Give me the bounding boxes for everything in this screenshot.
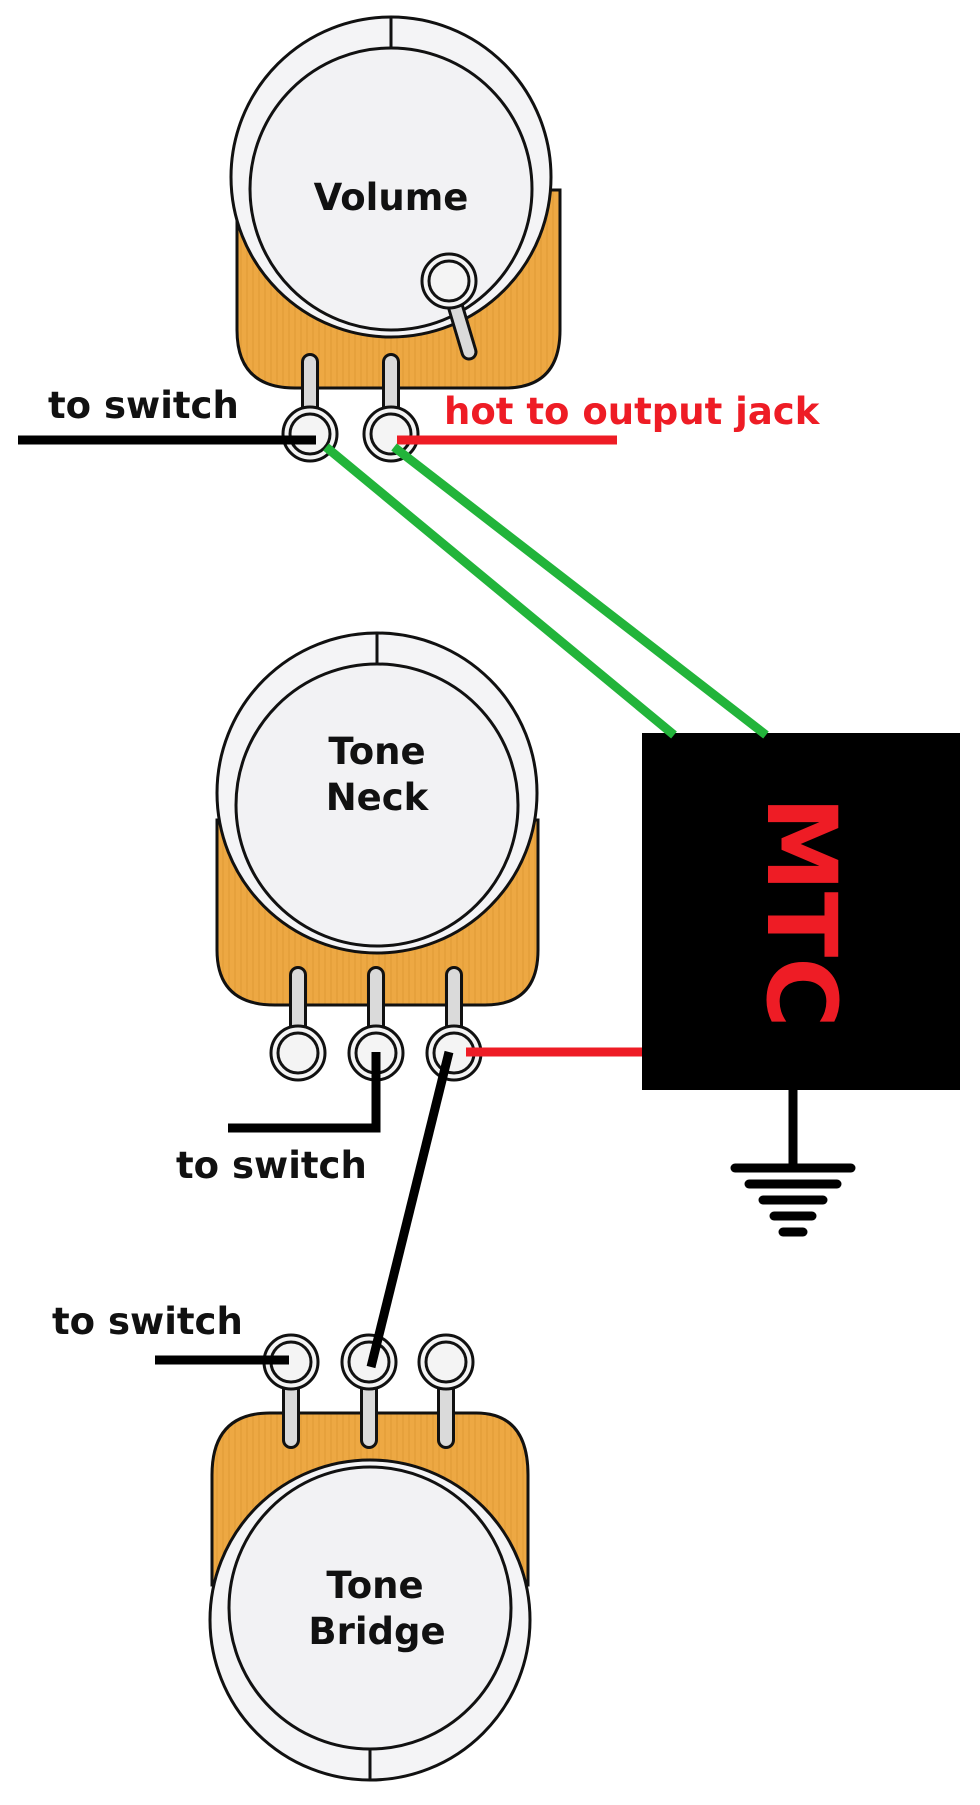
wire-neck-to-bridge [366,1050,454,1369]
tone-neck-label-line1: Tone [328,730,425,773]
label-hot-to-output: hot to output jack [444,390,821,433]
tone-neck-pot: Tone Neck [215,631,540,1082]
mtc-module: MTC [642,733,960,1090]
volume-lug-1 [281,353,339,463]
volume-label: Volume [314,176,469,219]
tone-neck-lug-3 [425,966,483,1082]
wire-neck-to-switch [228,1052,381,1133]
tone-neck-label-line2: Neck [326,776,430,819]
tone-bridge-lug-3 [417,1333,475,1449]
tone-bridge-pot: Tone Bridge [208,1333,532,1782]
tone-neck-lug-1 [269,966,327,1082]
wire-green-2 [391,443,769,739]
tone-bridge-pot-face [227,1465,513,1751]
tone-bridge-lug-1 [262,1333,320,1449]
tone-bridge-label-line2: Bridge [308,1610,445,1653]
volume-pot: Volume [229,15,562,463]
tone-bridge-label-line1: Tone [326,1564,423,1607]
label-bridge-to-switch: to switch [52,1300,243,1343]
label-volume-to-switch: to switch [48,384,239,427]
label-neck-to-switch: to switch [176,1144,367,1187]
ground-symbol [730,1090,856,1237]
wire-green-1 [323,443,677,739]
mtc-box [642,733,960,1090]
mtc-label: MTC [745,796,857,1027]
